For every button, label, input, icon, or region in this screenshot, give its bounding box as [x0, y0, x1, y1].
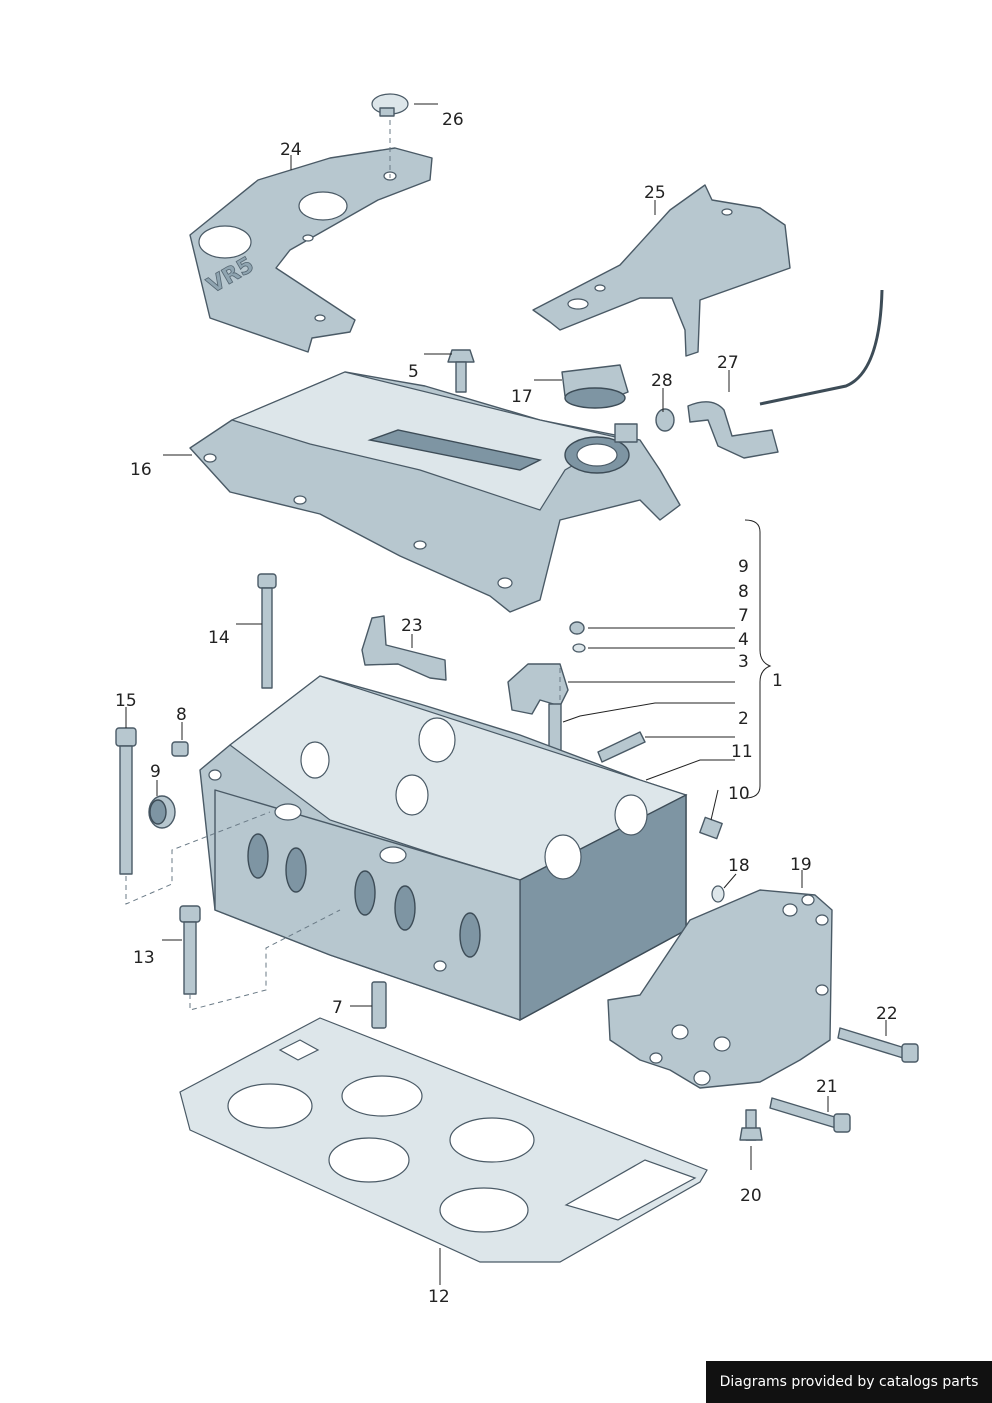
callout-7: 7: [332, 998, 343, 1018]
attribution-banner: Diagrams provided by catalogs parts: [706, 1361, 992, 1403]
callout-16: 16: [130, 460, 152, 480]
callout-18: 18: [728, 856, 750, 876]
callout-7-group: 7: [738, 606, 749, 626]
callout-8: 8: [176, 705, 187, 725]
sleeve-10: [699, 816, 723, 840]
seal-9: [148, 795, 176, 829]
bolt-20: [739, 1109, 763, 1141]
stud-11: [597, 731, 646, 763]
clip-28: [655, 408, 675, 432]
callout-13: 13: [133, 948, 155, 968]
callout-12: 12: [428, 1287, 450, 1307]
engine-cover-24: VR5: [189, 147, 433, 353]
engine-mount-19: [607, 889, 833, 1089]
cap-26: [371, 93, 409, 117]
callout-10: 10: [728, 784, 750, 804]
bolt-13: [179, 905, 201, 995]
callout-27: 27: [717, 353, 739, 373]
callout-11: 11: [731, 742, 753, 762]
callout-17: 17: [511, 387, 533, 407]
callout-4: 4: [738, 630, 749, 650]
callout-21: 21: [816, 1077, 838, 1097]
callout-20: 20: [740, 1186, 762, 1206]
heat-shield-25: [532, 184, 791, 357]
plug-8: [171, 741, 189, 757]
callout-9: 9: [150, 762, 161, 782]
oil-filler-cap-17: [561, 364, 629, 409]
o-ring-18: [711, 885, 725, 903]
cylinder-head: [199, 675, 688, 1022]
callout-28: 28: [651, 371, 673, 391]
bolt-21: [769, 1097, 851, 1133]
callout-26: 26: [442, 110, 464, 130]
bracket-23: [361, 615, 447, 681]
callout-23: 23: [401, 616, 423, 636]
cylinder-head-gasket-12: [179, 1017, 708, 1263]
callout-1: 1: [772, 671, 783, 691]
callout-14: 14: [208, 628, 230, 648]
callouts: 26 24 25 5 17 28 27 16 14 23 9 8 7 4 3 1…: [115, 110, 898, 1307]
bolt-14: [257, 573, 277, 689]
bolt-5: [447, 349, 475, 393]
callout-22: 22: [876, 1004, 898, 1024]
callout-24: 24: [280, 140, 302, 160]
bolt-22: [837, 1027, 919, 1063]
callout-19: 19: [790, 855, 812, 875]
callout-2: 2: [738, 709, 749, 729]
callout-3: 3: [738, 652, 749, 672]
washer-4: [572, 643, 586, 653]
dowel-7: [371, 981, 387, 1029]
nut-7: [569, 621, 585, 635]
callout-15: 15: [115, 691, 137, 711]
callout-25: 25: [644, 183, 666, 203]
callout-8-group: 8: [738, 582, 749, 602]
breather-hose-27: [687, 289, 884, 459]
callout-9-group: 9: [738, 557, 749, 577]
cylinder-head-cover-16: [189, 371, 681, 613]
callout-5: 5: [408, 362, 419, 382]
bolt-15: [115, 727, 137, 875]
